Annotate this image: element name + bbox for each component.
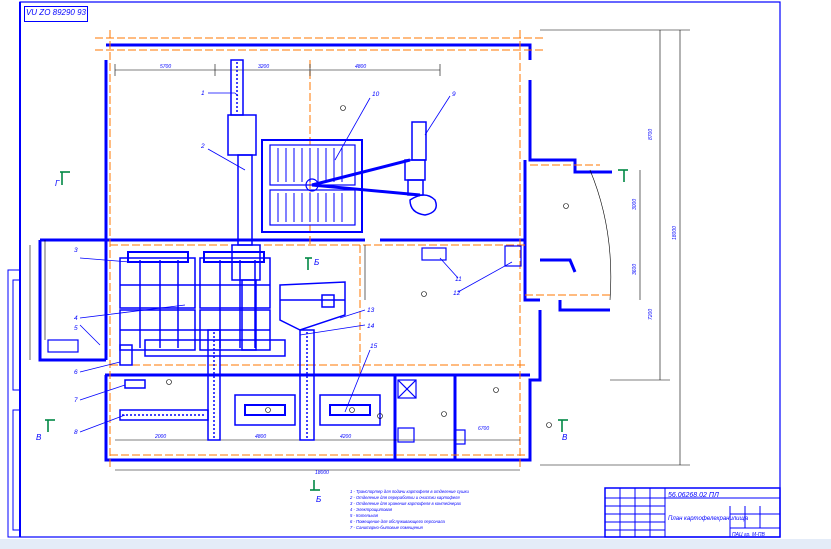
legend-line-3: 3 - Отделение для хранения картофеля в к… (350, 501, 462, 506)
drawing-stamp: VU ZO 89290 93 (24, 6, 88, 22)
sheet-frame (19, 1, 781, 538)
section-v-right: В (562, 433, 568, 442)
callout-12: 12 (453, 290, 461, 297)
dim-total: 18000 (315, 470, 329, 476)
conveyor-lines (119, 329, 381, 441)
callout-13: 13 (367, 307, 375, 314)
dim-d7: 6700 (478, 426, 489, 432)
legend-line-4: 4 - Электрощитовая (350, 507, 393, 512)
legend-line-6: 6 - Помещение для обслуживающего персона… (350, 519, 445, 524)
dim-d6: 4200 (340, 434, 351, 440)
title-doc-code: 56.06268.02 ПЛ (668, 492, 719, 499)
legend: 1 - Транспортер для подачи картофеля в о… (349, 489, 469, 530)
legend-line-7: 7 - Санитарно-бытовые помещения (350, 525, 424, 530)
legend-line-2: 2 - Отделение для переработки и очистки … (349, 495, 460, 500)
sorting-equipment-10 (261, 139, 421, 233)
callout-7: 7 (74, 397, 78, 404)
section-mark-arrows (45, 169, 628, 491)
callout-10: 10 (372, 91, 380, 98)
dim-d5: 4800 (255, 434, 266, 440)
callout-3: 3 (74, 247, 78, 254)
callout-1: 1 (201, 90, 205, 97)
dim-r4: 7200 (648, 309, 654, 320)
dim-r2: 3000 (632, 199, 638, 210)
callout-leaders (79, 92, 513, 433)
callout-9: 9 (452, 91, 456, 98)
legend-line-5: 5 - Котельная (350, 513, 379, 518)
section-b-top: Б (314, 258, 319, 267)
callout-numbers: 1 2 3 4 5 6 7 8 9 10 11 12 13 14 15 (74, 90, 462, 436)
section-g-left: Г (55, 179, 60, 188)
room-markers (166, 105, 569, 428)
dim-r5: 18000 (672, 226, 678, 240)
section-v-left: В (36, 433, 42, 442)
callout-5: 5 (74, 325, 78, 332)
dim-d2: 3200 (258, 64, 269, 70)
axis-lines (95, 30, 610, 470)
callout-11: 11 (455, 276, 462, 283)
callout-8: 8 (74, 429, 78, 436)
title-org: ПАЦ гр. М-ПВ (732, 532, 765, 538)
callout-2: 2 (200, 143, 205, 150)
legend-line-1: 1 - Транспортер для подачи картофеля в о… (350, 489, 469, 494)
storage-containers-3 (119, 251, 271, 351)
dim-r3: 3600 (632, 264, 638, 275)
callout-4: 4 (74, 315, 78, 322)
dim-d1: 5700 (160, 64, 171, 70)
dimension-lines (29, 29, 690, 471)
title-name: План картофелехранилища (668, 516, 749, 522)
equipment-9 (404, 121, 437, 216)
window-bottom-bar (0, 539, 831, 549)
callout-15: 15 (370, 343, 378, 350)
dim-d3: 4800 (355, 64, 366, 70)
building-walls (38, 43, 612, 462)
callout-6: 6 (74, 369, 78, 376)
title-block (604, 487, 781, 538)
dim-d4: 2000 (154, 434, 166, 440)
auxiliary-rooms (47, 245, 522, 445)
hopper-13 (279, 281, 346, 331)
callout-14: 14 (367, 323, 375, 330)
dim-r1: 8700 (648, 129, 654, 140)
section-b-bottom: Б (316, 495, 321, 504)
